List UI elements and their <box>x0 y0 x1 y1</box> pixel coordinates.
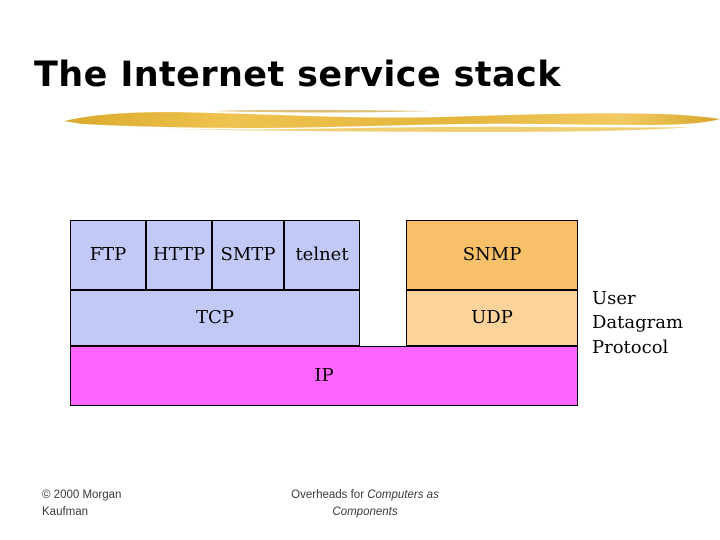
box-smtp: SMTP <box>212 220 284 290</box>
footer-source-plain: Overheads for <box>291 489 368 501</box>
footer-copyright: © 2000 Morgan Kaufman <box>42 487 192 520</box>
annotation-line-2: Datagram <box>592 312 684 334</box>
box-ftp: FTP <box>70 220 146 290</box>
box-udp: UDP <box>406 290 578 346</box>
box-snmp: SNMP <box>406 220 578 290</box>
box-tcp: TCP <box>70 290 360 346</box>
footer-source: Overheads for Computers as Components <box>240 487 490 520</box>
box-ip: IP <box>70 346 578 406</box>
udp-expansion-annotation: User Datagram Protocol <box>592 287 712 360</box>
box-telnet: telnet <box>284 220 360 290</box>
footer-source-line-1: Overheads for Computers as <box>240 487 490 504</box>
footer-copyright-line-1: © 2000 Morgan <box>42 489 122 501</box>
annotation-line-1: User <box>592 288 636 309</box>
box-http: HTTP <box>146 220 212 290</box>
gold-brush-underline <box>62 108 720 134</box>
page-title: The Internet service stack <box>34 55 561 95</box>
footer-source-line-2: Components <box>332 505 398 518</box>
footer-copyright-line-2: Kaufman <box>42 505 89 518</box>
annotation-line-3: Protocol <box>592 336 669 358</box>
internet-service-stack-diagram: FTP HTTP SMTP telnet SNMP TCP UDP IP <box>70 220 578 426</box>
slide-footer: © 2000 Morgan Kaufman Overheads for Comp… <box>0 487 720 537</box>
footer-source-italic-1: Computers as <box>367 489 439 501</box>
